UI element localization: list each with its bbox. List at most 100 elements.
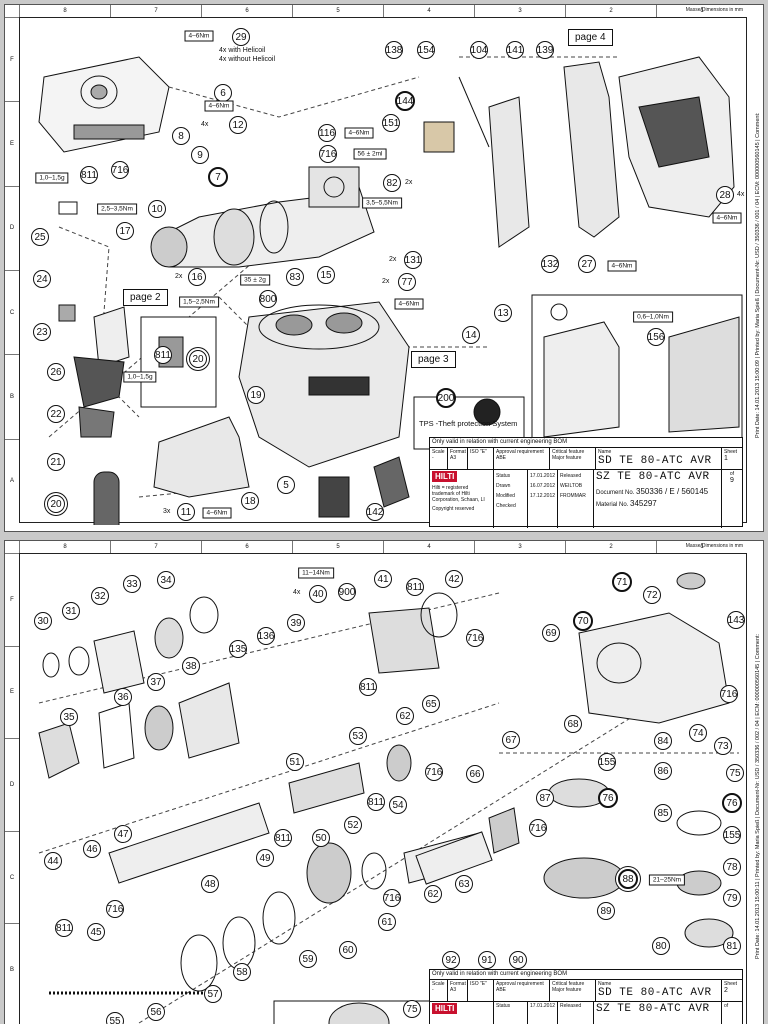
drawn-by: WEILTOB	[560, 483, 583, 489]
callout-90: 90	[509, 951, 527, 969]
page-ref-2[interactable]: page 2	[123, 289, 168, 306]
callout-91: 91	[478, 951, 496, 969]
status-date: 17.01.2012	[530, 473, 556, 479]
format-label: Format	[450, 449, 466, 455]
valid-note: Only valid in relation with current engi…	[432, 971, 568, 977]
scale-label: Scale	[432, 449, 445, 455]
callout-65: 65	[422, 695, 440, 713]
material-label: Material No.	[596, 502, 629, 508]
callout-143: 143	[727, 611, 745, 629]
grease-811b: 1,0–1,5g	[123, 371, 157, 383]
callout-10: 10	[148, 200, 166, 218]
sheet-total: 9	[730, 477, 734, 484]
qty-11: 3x	[163, 508, 171, 515]
scale-value: -	[432, 455, 434, 461]
callout-63: 63	[455, 875, 473, 893]
approval-req-label: Approval requirement	[496, 981, 544, 987]
intermediate-flange-part	[578, 612, 730, 724]
callout-811b: 811	[154, 346, 172, 364]
callout-54: 54	[389, 796, 407, 814]
callout-151: 151	[382, 114, 400, 132]
callout-20b: 20	[189, 350, 207, 368]
callout-75b: 75	[403, 1000, 421, 1018]
callout-141: 141	[506, 41, 524, 59]
status-date: 17.01.2012	[528, 1002, 558, 1024]
abe-label: ABE	[496, 455, 507, 461]
drawn-date: 16.07.2012	[530, 483, 556, 489]
callout-83: 83	[286, 268, 304, 286]
callout-51: 51	[286, 753, 304, 771]
brush-holder-part	[318, 476, 350, 518]
torque-40: 11–14Nm	[298, 567, 334, 579]
zone-row-B: B	[5, 354, 19, 438]
tps-label: TPS -Theft protection System	[419, 419, 518, 428]
valid-note: Only valid in relation with current engi…	[432, 439, 568, 445]
callout-87: 87	[536, 789, 554, 807]
callout-19: 19	[247, 386, 265, 404]
doc-value: 350336 / E / 560145	[636, 487, 709, 496]
sheet-label: Sheet	[724, 449, 738, 455]
callout-76: 76	[598, 788, 618, 808]
format-value: A3	[450, 987, 457, 993]
name-label: Name	[598, 449, 612, 455]
modified-label: Modified	[496, 493, 515, 499]
critical-feature-label: Critical feature	[552, 449, 585, 455]
callout-28: 28	[716, 186, 734, 204]
zone-col-2: 2	[565, 5, 656, 17]
callout-72: 72	[643, 586, 661, 604]
callout-88: 88	[618, 869, 638, 889]
zone-col-1: 1	[656, 5, 747, 17]
torque-11: 4–6Nm	[202, 507, 232, 519]
product-name-1: SD TE 80-ATC AVR	[598, 455, 712, 467]
page-ref-3[interactable]: page 3	[411, 351, 456, 368]
callout-68: 68	[564, 715, 582, 733]
callout-132: 132	[541, 255, 559, 273]
grease-83: 35 ± 2g	[240, 274, 270, 286]
zone-col-4: 4	[383, 541, 474, 553]
callout-811: 811	[80, 166, 98, 184]
callout-76b: 76	[722, 793, 742, 813]
callout-45: 45	[87, 923, 105, 941]
qty-16: 2x	[175, 273, 183, 280]
gearbox-assembly-part	[150, 166, 375, 268]
callout-42: 42	[445, 570, 463, 588]
callout-33: 33	[123, 575, 141, 593]
callout-30: 30	[34, 612, 52, 630]
sheet-number: 2	[724, 987, 728, 994]
major-feature-label: Major feature	[552, 455, 582, 461]
callout-16: 16	[188, 268, 206, 286]
callout-13: 13	[494, 304, 512, 322]
grease-716: 56 ± 2ml	[353, 148, 387, 160]
callout-6: 6	[214, 84, 232, 102]
zone-col-3: 3	[474, 5, 565, 17]
zone-col-5: 5	[292, 5, 383, 17]
zone-col-8: 8	[19, 5, 110, 17]
callout-38: 38	[182, 657, 200, 675]
callout-200: 200	[436, 388, 456, 408]
title-block: Only valid in relation with current engi…	[429, 437, 743, 528]
callout-24: 24	[33, 270, 51, 288]
sheet-label: Sheet	[724, 981, 738, 987]
callout-39: 39	[287, 614, 305, 632]
page-ref-4[interactable]: page 4	[568, 29, 613, 46]
callout-716: 716	[111, 161, 129, 179]
callout-79: 79	[723, 889, 741, 907]
callout-21: 21	[47, 453, 65, 471]
callout-139: 139	[536, 41, 554, 59]
hilti-logo: HILTI	[432, 471, 458, 482]
spindle-part	[108, 802, 270, 884]
zone-row-A: A	[5, 438, 19, 523]
callout-89: 89	[597, 902, 615, 920]
callout-25: 25	[31, 228, 49, 246]
zone-col-4: 4	[383, 5, 474, 17]
callout-35: 35	[60, 708, 78, 726]
callout-104: 104	[470, 41, 488, 59]
callout-17: 17	[116, 222, 134, 240]
zone-row-B: B	[5, 923, 19, 1016]
callout-61: 61	[378, 913, 396, 931]
callout-57: 57	[204, 985, 222, 1003]
callout-82: 82	[383, 174, 401, 192]
callout-71: 71	[612, 572, 632, 592]
torque-10: 2,5–3,5Nm	[97, 203, 137, 215]
